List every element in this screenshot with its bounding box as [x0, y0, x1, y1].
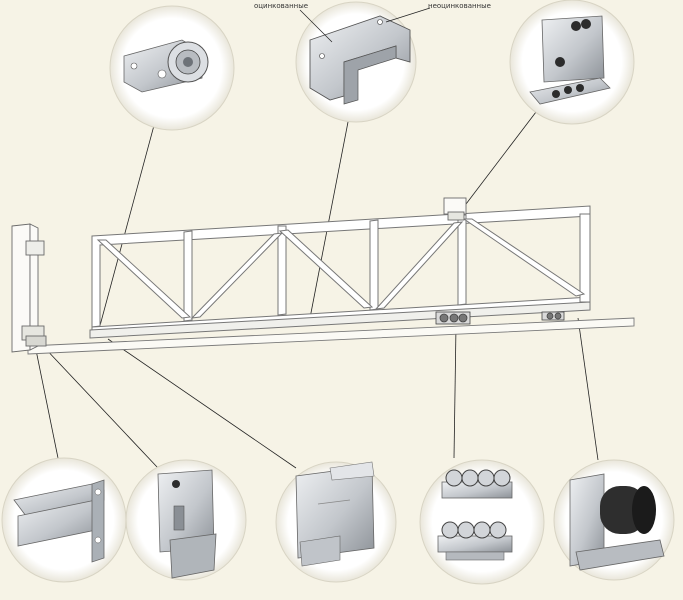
- rail-profile-icon: [309, 15, 411, 105]
- top-guide-bracket-icon: [529, 15, 611, 105]
- end-roller-callout: [553, 459, 675, 581]
- end-catcher-icon: [157, 469, 217, 579]
- roller-carriage-icon: [437, 469, 513, 561]
- left-post: [11, 223, 47, 353]
- mounting-bracket-icon: [13, 479, 105, 563]
- top-catcher-icon: [295, 461, 375, 567]
- end-roller-icon: [569, 473, 665, 571]
- roller-carriage-callout: [419, 459, 545, 585]
- right-post: [443, 197, 467, 221]
- roller-carriages-on-track: [435, 311, 565, 325]
- top-guide-roller-icon: [123, 39, 209, 93]
- mounting-bracket-callout: [1, 457, 127, 583]
- label-pointers: [299, 7, 431, 43]
- label-galvanized: оцинкованные: [254, 2, 308, 10]
- end-catcher-callout: [125, 459, 247, 581]
- ground-plate: [27, 317, 635, 355]
- label-non-galvanized: неоцинкованные: [428, 2, 491, 10]
- top-catcher-callout: [275, 461, 397, 583]
- leader-lines: [35, 111, 599, 469]
- gate-frame: [89, 205, 591, 339]
- rail-profile-callout: [295, 1, 417, 123]
- top-roller-callout: [109, 5, 235, 131]
- top-bracket-callout: [509, 0, 635, 125]
